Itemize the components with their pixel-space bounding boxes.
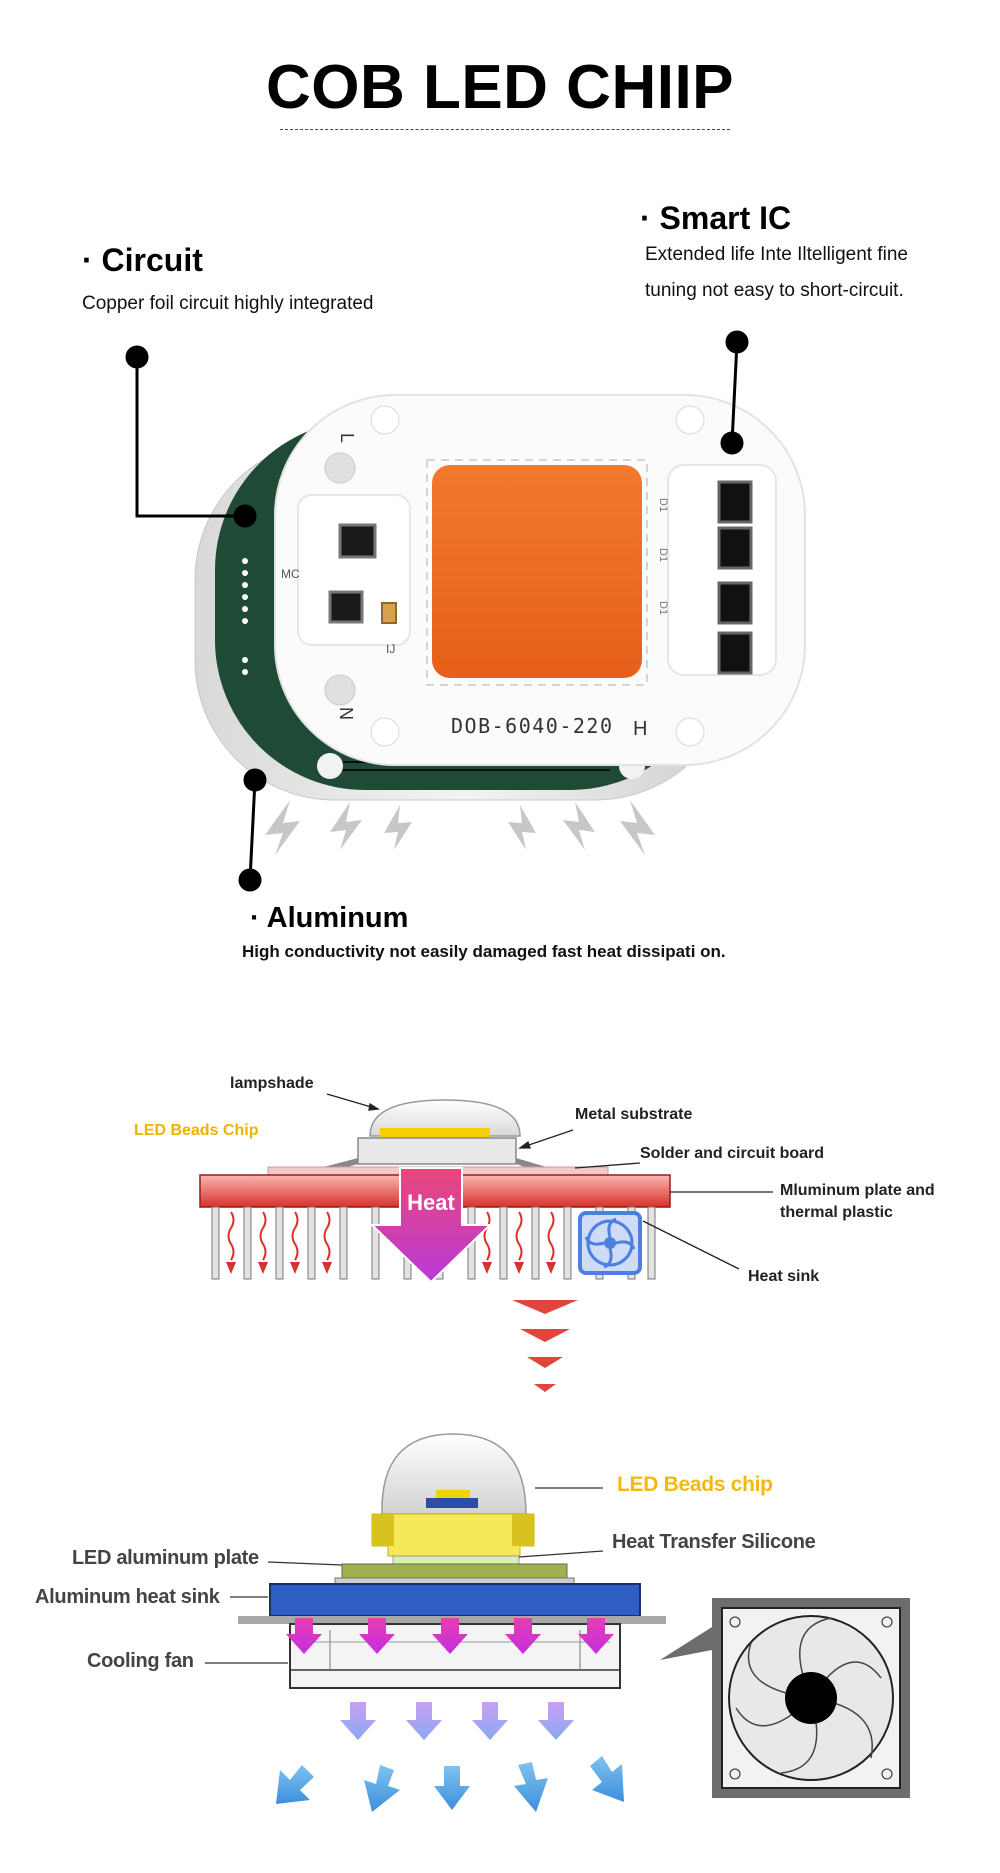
led-aluminum-plate-label: LED aluminum plate bbox=[72, 1547, 259, 1569]
lampshade-label: lampshade bbox=[230, 1075, 314, 1092]
driver-chip-1 bbox=[338, 523, 377, 559]
heat-down-indicators bbox=[512, 1300, 578, 1392]
air-flow-arrows-cyan bbox=[276, 1756, 624, 1812]
fan-icon bbox=[578, 1211, 642, 1275]
chip-h-marking: H bbox=[633, 718, 647, 740]
heat-sink-label: Heat sink bbox=[748, 1268, 820, 1285]
page-title: COB LED CHIIP bbox=[265, 53, 735, 122]
heat-dissipation-diagram-1: Heat bbox=[199, 1093, 773, 1392]
chip-j-marking: IJ bbox=[386, 642, 395, 656]
heat-flow-arrows-pink bbox=[286, 1618, 614, 1654]
heat-transfer-silicone-leader bbox=[518, 1550, 604, 1558]
heat-flow-arrows bbox=[265, 800, 655, 855]
heat-arrow bbox=[369, 1167, 493, 1284]
smart-ic-chips bbox=[717, 480, 753, 675]
circuit-description: Copper foil circuit highly integrated bbox=[82, 293, 374, 314]
led-aluminum-plate bbox=[341, 1563, 568, 1579]
solder-board-leader bbox=[574, 1162, 641, 1169]
aluminum-heading: · Aluminum bbox=[250, 902, 409, 934]
led-beads-chip-label-2: LED Beads chip bbox=[617, 1473, 773, 1496]
led-beads-chip-label: LED Beads Chip bbox=[134, 1122, 259, 1139]
cooling-fan-closeup bbox=[660, 1598, 910, 1798]
led-aluminum-plate-leader bbox=[267, 1561, 343, 1566]
led-bead-housing bbox=[371, 1513, 535, 1557]
circuit-heading: · Circuit bbox=[82, 242, 203, 278]
chip-d1-marking-1: D1 bbox=[657, 498, 669, 512]
cob-chip-illustration: DOB-6040-220 H N L IJ MC D1 D1 D1 bbox=[125, 330, 806, 892]
cooling-fan-label: Cooling fan bbox=[87, 1650, 194, 1672]
smd-resistor bbox=[381, 602, 397, 624]
solder-circuit-board-label: Solder and circuit board bbox=[640, 1145, 825, 1162]
heat-transfer-silicone bbox=[392, 1555, 520, 1565]
chip-d1-marking-3: D1 bbox=[657, 601, 669, 615]
pcb-pads bbox=[242, 558, 248, 675]
chip-l-marking: L bbox=[337, 433, 357, 443]
aluminum-heat-sink-label: Aluminum heat sink bbox=[35, 1586, 220, 1608]
air-flow-arrows-violet bbox=[340, 1702, 574, 1740]
chip-mc-marking: MC bbox=[281, 567, 300, 581]
heat-dissipation-diagram-2 bbox=[205, 1433, 910, 1812]
aluminum-heat-sink bbox=[269, 1583, 641, 1617]
heat-arrow-label: Heat bbox=[407, 1190, 455, 1215]
title-underline bbox=[280, 129, 730, 130]
aluminum-leader-line bbox=[238, 768, 267, 892]
mounting-holes bbox=[370, 405, 705, 747]
chip-d1-marking-2: D1 bbox=[657, 548, 669, 562]
chip-n-marking: N bbox=[336, 707, 356, 720]
cob-led-emitter bbox=[432, 465, 642, 678]
chip-model-marking: DOB-6040-220 bbox=[451, 714, 614, 738]
metal-substrate bbox=[357, 1137, 517, 1165]
smart-ic-leader-line bbox=[720, 330, 749, 455]
smart-ic-heading: · Smart IC bbox=[640, 200, 792, 236]
aluminum-description: High conductivity not easily damaged fas… bbox=[242, 942, 726, 961]
lampshade-dome bbox=[369, 1099, 521, 1137]
led-bead-yellow bbox=[380, 1128, 490, 1138]
heat-transfer-silicone-label: Heat Transfer Silicone bbox=[612, 1531, 816, 1553]
metal-substrate-label: Metal substrate bbox=[575, 1106, 693, 1123]
circuit-leader-line bbox=[125, 345, 257, 528]
heat-sink-leader bbox=[642, 1220, 740, 1270]
led-lens-dome bbox=[381, 1433, 527, 1515]
aluminum-plate-label-line-1: Mluminum plate and bbox=[780, 1182, 935, 1199]
smart-ic-description-line-2: tuning not easy to short-circuit. bbox=[645, 280, 904, 301]
aluminum-plate-label-line-2: thermal plastic bbox=[780, 1204, 893, 1221]
smart-ic-description-line-1: Extended life Inte Iltelligent fine bbox=[645, 244, 909, 265]
led-frame bbox=[426, 459, 648, 686]
driver-chip-2 bbox=[328, 590, 364, 624]
